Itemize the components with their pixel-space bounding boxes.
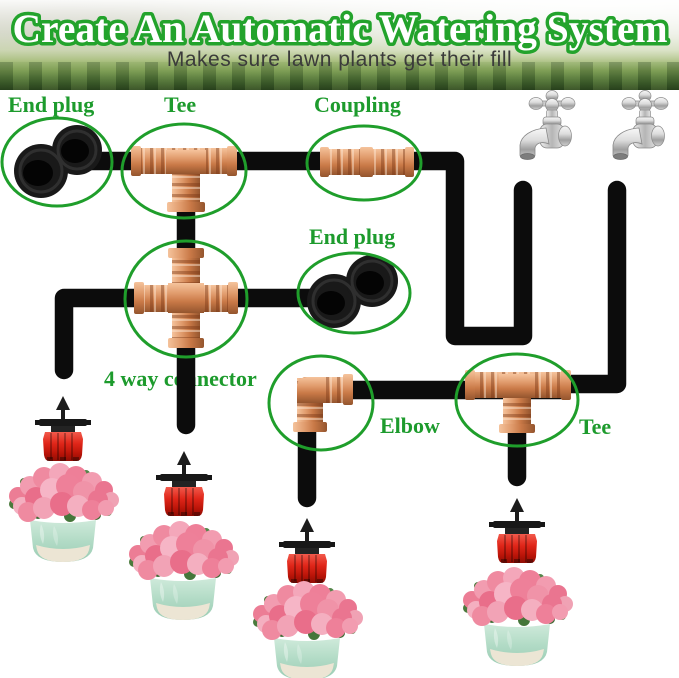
label-tee-bottom: Tee [579,414,612,439]
page-title-outline: Create An Automatic Watering System [13,6,668,51]
highlight-circle-cross [123,239,249,359]
flower-pot-4 [463,567,573,666]
highlight-circle-end-plug-mid [296,251,412,335]
four-way-cross-fitting [134,248,238,348]
highlight-circle-end-plug-top [0,116,114,208]
dripper-icon-4 [489,498,545,563]
highlight-circle-elbow [267,354,375,452]
flower-pot-1 [9,463,119,562]
label-elbow: Elbow [380,413,440,438]
page-title: Create An Automatic Watering System [13,6,668,51]
coupling-fitting [320,147,414,177]
end-plug-icon-top [14,125,102,198]
elbow-fitting [293,374,353,432]
label-coupling: Coupling [314,92,401,117]
faucet-icon-2 [612,90,669,160]
dripper-icon-3 [279,518,335,583]
label-tee-top: Tee [164,92,197,117]
tube-faucet2-drop [552,180,627,394]
highlight-circle-tee-bottom [454,352,580,448]
tube-cross-left-drop [54,288,160,380]
end-plug-icon-mid [307,255,398,328]
label-end-plug-mid: End plug [309,224,396,249]
flower-pot-3 [253,581,363,678]
faucet-icon-1 [519,90,576,160]
header-banner: Create An Automatic Watering System Crea… [0,0,679,90]
highlight-circle-coupling [305,124,423,202]
dripper-icon-1 [35,396,91,461]
tee-fitting-bottom [465,370,571,433]
highlight-circle-tee-top [120,122,248,220]
page-title-svg: Create An Automatic Watering System Crea… [9,3,671,55]
tee-fitting-top [131,146,237,212]
page-subtitle: Makes sure lawn plants get their fill [166,48,513,71]
flower-pot-2 [129,521,239,620]
dripper-icon-2 [156,451,212,516]
label-end-plug-top: End plug [8,92,95,117]
